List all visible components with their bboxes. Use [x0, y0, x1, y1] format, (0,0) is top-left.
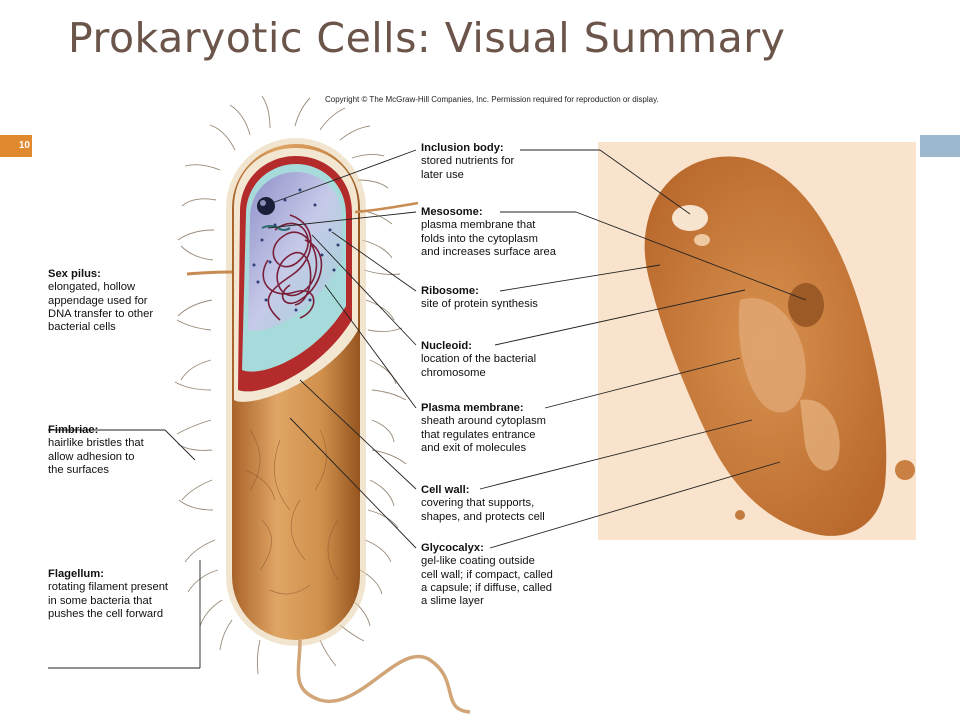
label-glycocalyx: Glycocalyx: gel-like coating outside cel… [421, 542, 553, 608]
label-line: stored nutrients for [421, 155, 515, 168]
label-line: rotating filament present [48, 581, 169, 594]
label-cell-wall: Cell wall: covering that supports, shape… [421, 484, 545, 524]
label-line: site of protein synthesis [421, 298, 538, 311]
label-heading: Glycocalyx: [421, 542, 484, 554]
label-heading: Sex pilus: [48, 268, 101, 280]
label-line: elongated, hollow [48, 281, 136, 294]
label-inclusion-body: Inclusion body: stored nutrients for lat… [421, 142, 514, 182]
mesosome [261, 225, 291, 231]
copyright-notice: Copyright © The McGraw-Hill Companies, I… [325, 95, 659, 104]
label-line: folds into the cytoplasm [421, 232, 538, 245]
label-heading: Ribosome: [421, 285, 479, 297]
label-heading: Nucleoid: [421, 340, 472, 352]
label-line: allow adhesion to [48, 450, 135, 463]
label-line: shapes, and protects cell [421, 510, 545, 523]
label-heading: Mesosome: [421, 206, 483, 218]
label-line: cell wall; if compact, called [421, 568, 553, 581]
label-line: and exit of molecules [421, 441, 527, 454]
slide-title: Prokaryotic Cells: Visual Summary [68, 14, 786, 62]
label-sex-pilus: Sex pilus: elongated, hollow appendage u… [48, 268, 153, 334]
label-line: bacterial cells [48, 321, 116, 334]
label-heading: Cell wall: [421, 484, 470, 496]
label-heading: Flagellum: [48, 568, 104, 580]
label-mesosome: Mesosome: plasma membrane that folds int… [421, 206, 556, 259]
inclusion-body [257, 197, 275, 215]
label-line: plasma membrane that [421, 219, 536, 232]
label-line: chromosome [421, 366, 486, 379]
nucleoid-dna [262, 214, 323, 321]
label-line: covering that supports, [421, 497, 535, 510]
micrograph-mesosome [788, 283, 824, 327]
micrograph-inclusion-body [672, 205, 708, 231]
ribosomes [252, 188, 340, 312]
label-line: later use [421, 168, 464, 181]
label-plasma-membrane: Plasma membrane: sheath around cytoplasm… [421, 402, 546, 455]
label-line: and increases surface area [421, 245, 556, 258]
label-line: location of the bacterial [421, 353, 537, 366]
label-flagellum: Flagellum: rotating filament present in … [48, 568, 168, 621]
fimbriae-hairs [174, 95, 407, 675]
label-fimbriae: Fimbriae: hairlike bristles that allow a… [48, 424, 144, 477]
label-line: sheath around cytoplasm [421, 415, 547, 428]
label-line: a slime layer [421, 595, 484, 608]
label-heading: Plasma membrane: [421, 402, 524, 414]
accent-bar [920, 135, 960, 157]
label-line: in some bacteria that [48, 594, 152, 607]
label-line: gel-like coating outside [421, 555, 535, 568]
label-nucleoid: Nucleoid: location of the bacterial chro… [421, 340, 536, 380]
label-line: a capsule; if diffuse, called [421, 581, 553, 594]
bacterial-cell [186, 138, 471, 714]
slide-number: 10 [0, 135, 32, 157]
label-line: that regulates entrance [421, 428, 536, 441]
label-heading: Fimbriae: [48, 424, 99, 436]
leader-lines [48, 149, 807, 669]
label-ribosome: Ribosome: site of protein synthesis [421, 285, 538, 312]
label-line: hairlike bristles that [48, 437, 144, 450]
electron-micrograph [598, 142, 916, 540]
label-heading: Inclusion body: [421, 142, 504, 154]
flagellum [296, 639, 471, 714]
sex-pilus [186, 270, 233, 276]
label-line: the surfaces [48, 463, 109, 476]
label-line: appendage used for [48, 294, 148, 307]
label-line: DNA transfer to other [48, 307, 154, 320]
label-line: pushes the cell forward [48, 607, 164, 620]
